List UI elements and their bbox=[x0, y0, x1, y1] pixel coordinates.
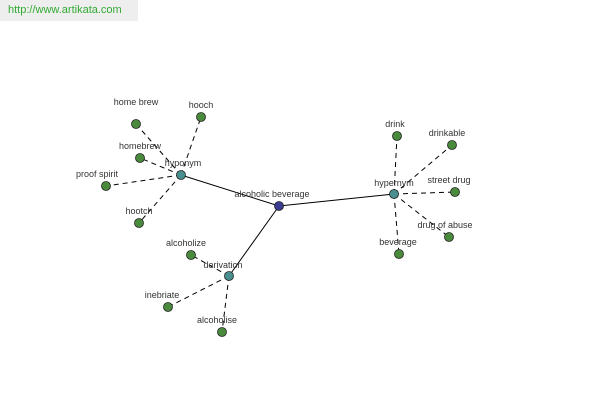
leaf-node-drug-of-abuse[interactable] bbox=[444, 232, 454, 242]
category-node-hypernym-label: hypernym bbox=[374, 178, 414, 188]
category-node-derivation[interactable] bbox=[224, 271, 234, 281]
leaf-node-alcoholize[interactable] bbox=[186, 250, 196, 260]
leaf-node-alcoholize-label: alcoholize bbox=[166, 238, 206, 248]
leaf-node-hootch[interactable] bbox=[134, 218, 144, 228]
leaf-node-alcoholise-label: alcoholise bbox=[197, 315, 237, 325]
leaf-node-drink-label: drink bbox=[385, 119, 405, 129]
leaf-node-hooch-label: hooch bbox=[189, 100, 214, 110]
edge-center-derivation bbox=[228, 205, 280, 277]
leaf-node-alcoholise[interactable] bbox=[217, 327, 227, 337]
category-node-hyponym[interactable] bbox=[176, 170, 186, 180]
leaf-node-inebriate-label: inebriate bbox=[145, 290, 180, 300]
edge-center-hyponym bbox=[180, 174, 280, 207]
header-bar: http://www.artikata.com bbox=[0, 0, 138, 21]
leaf-node-home-brew[interactable] bbox=[131, 119, 141, 129]
edges-layer bbox=[105, 116, 456, 333]
leaf-node-drinkable[interactable] bbox=[447, 140, 457, 150]
category-node-hyponym-label: hyponym bbox=[165, 158, 202, 168]
leaf-node-drug-of-abuse-label: drug of abuse bbox=[417, 220, 472, 230]
edge-derivation-alcoholise bbox=[221, 275, 230, 333]
leaf-node-drink[interactable] bbox=[392, 131, 402, 141]
center-node-label: alcoholic beverage bbox=[234, 189, 309, 199]
leaf-node-hootch-label: hootch bbox=[125, 206, 152, 216]
labels-layer: home brew hooch homebrew proof spirit hootch… bbox=[76, 97, 473, 325]
edge-derivation-alcoholize bbox=[190, 254, 230, 277]
category-node-derivation-label: derivation bbox=[203, 260, 242, 270]
leaf-node-beverage[interactable] bbox=[394, 249, 404, 259]
edge-hypernym-drinkable bbox=[393, 144, 453, 195]
center-node[interactable] bbox=[274, 201, 284, 211]
leaf-node-drinkable-label: drinkable bbox=[429, 128, 466, 138]
edge-hyponym-home-brew bbox=[135, 123, 182, 176]
site-url-link[interactable]: http://www.artikata.com bbox=[8, 4, 122, 16]
edge-hypernym-beverage bbox=[393, 193, 400, 255]
edge-derivation-inebriate bbox=[167, 275, 230, 308]
leaf-node-proof-spirit[interactable] bbox=[101, 181, 111, 191]
leaf-node-street-drug[interactable] bbox=[450, 187, 460, 197]
leaf-node-hooch[interactable] bbox=[196, 112, 206, 122]
edge-hyponym-hooch bbox=[180, 116, 202, 176]
edge-hypernym-drink bbox=[393, 135, 398, 195]
leaf-node-homebrew[interactable] bbox=[135, 153, 145, 163]
edge-hyponym-proof-spirit bbox=[105, 174, 182, 187]
leaf-node-beverage-label: beverage bbox=[379, 237, 417, 247]
nodes-layer bbox=[101, 112, 460, 337]
category-node-hypernym[interactable] bbox=[389, 189, 399, 199]
leaf-node-proof-spirit-label: proof spirit bbox=[76, 169, 119, 179]
leaf-node-home-brew-label: home brew bbox=[114, 97, 159, 107]
edge-hyponym-homebrew bbox=[139, 157, 182, 176]
leaf-node-inebriate[interactable] bbox=[163, 302, 173, 312]
edge-hyponym-hootch bbox=[138, 174, 182, 224]
leaf-node-homebrew-label: homebrew bbox=[119, 141, 162, 151]
edge-hypernym-drug-of-abuse bbox=[393, 193, 450, 238]
edge-center-hypernym bbox=[278, 193, 395, 207]
edge-hypernym-street-drug bbox=[393, 191, 456, 195]
leaf-node-street-drug-label: street drug bbox=[427, 175, 470, 185]
